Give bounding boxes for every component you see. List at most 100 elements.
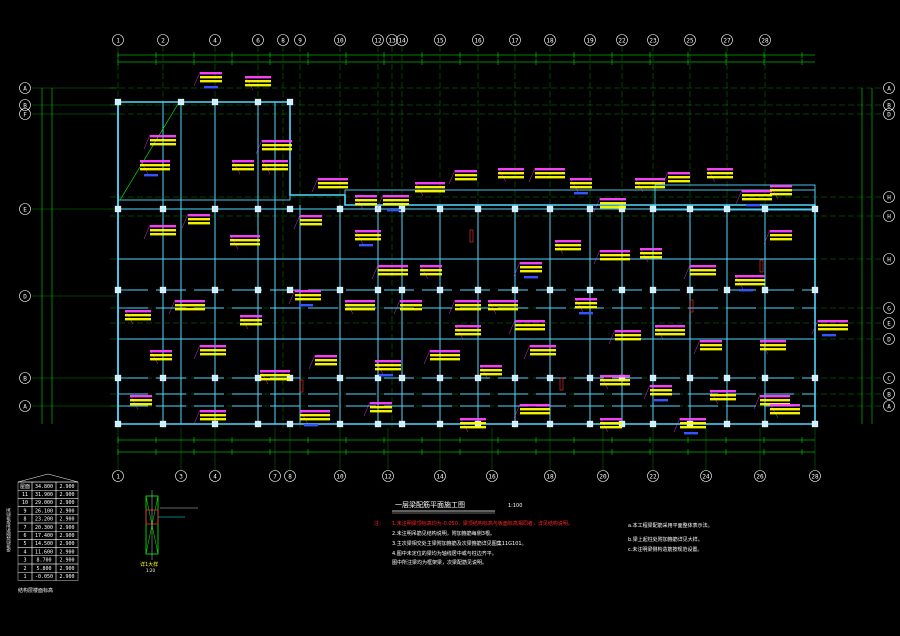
axis-label: D [887,112,891,119]
leader-line [255,139,263,155]
beam-label-text [498,172,524,175]
column [686,374,694,382]
beam-label-text [378,273,408,276]
beam-label-text [415,190,445,193]
axis-label: 22 [618,38,626,45]
axis-label: D [23,294,27,301]
beam-label-text [690,273,716,276]
table-cell-text: 7 [23,525,26,531]
axis-label: F [23,112,27,119]
axis-bubble [19,372,31,384]
table-cell-text: 31.900 [35,492,53,498]
table-cell-text: 2.900 [59,492,74,498]
beam-label-text [375,364,401,367]
axis-bubble [334,470,346,482]
beam-label-text [230,235,260,238]
beam-label-highlight [299,304,313,307]
axis-bubble [434,34,446,46]
table-cell-text: 11 [22,492,28,498]
table-cell-text: 屋面 [20,484,30,490]
axis-label: 25 [686,38,694,45]
beam-label-text [530,353,556,356]
beam-label-text [430,358,460,361]
beam-label-highlight [822,334,836,337]
axis-bubble [883,317,895,329]
leader-line [523,344,531,360]
leader-line [376,194,384,210]
axis-label: 19 [586,38,594,45]
building-outline [117,101,816,425]
leader-line [643,384,651,400]
beam-label-text [570,178,592,181]
axis-bubble [647,34,659,46]
column [211,420,219,428]
beam-label-text [615,330,641,333]
beam-label-text [600,258,630,261]
beam-label-text [707,176,733,179]
axis-bubble [252,34,264,46]
axis-bubble [883,108,895,120]
detail-scale: 1:20 [146,568,155,573]
beam-label-text [315,359,337,362]
leader-line [143,134,151,150]
leader-line [513,261,521,277]
beam-label-text [680,426,706,429]
beam-label-text [555,248,581,251]
beam-label-text [125,310,151,313]
axis-label: 4 [213,38,217,45]
axis-bubble [509,34,521,46]
leader-line [363,401,371,417]
leader-line [593,249,601,265]
beam-label-text [575,302,597,305]
table-cell-text: 2.900 [59,533,74,539]
beam-label-text [710,394,736,397]
axis-bubble [112,34,124,46]
leader-line [193,409,201,425]
column [159,286,167,294]
column [649,420,657,428]
beam-label-text [150,135,176,138]
table-cell-text: 4 [23,549,26,555]
beam-label-text [355,234,381,237]
leader-line [193,71,201,87]
table-cell-text: 6 [23,533,26,539]
leader-line [308,354,316,370]
beam-label-text [600,198,626,201]
beam-label-text [140,164,170,167]
beam-label-text [770,238,792,241]
beam-label-text [150,358,172,361]
beam-label-text [770,230,792,233]
beam-label-text [175,308,205,311]
beam-label-text [383,203,409,206]
beam-label-text [125,318,151,321]
axis-bubble [883,253,895,265]
beam-label-highlight [387,209,401,212]
column [586,205,594,213]
beam-label-text [655,333,685,336]
leader-line [448,299,456,315]
axis-label: 7 [273,474,277,481]
beam-label-text [130,403,152,406]
beam-label-text [375,360,401,363]
column [286,286,294,294]
column [436,420,444,428]
beam-label-text [240,319,262,322]
leader-line [513,403,521,419]
beam-label-text [655,329,685,332]
beam-label-text [635,182,665,185]
beam-label-text [200,418,226,421]
beam-label-text [455,333,481,336]
table-cell-text: 2.900 [59,500,74,506]
table-cell-text: 2.900 [59,508,74,514]
leader-line [811,319,819,335]
axis-label: 8 [288,474,292,481]
axis-bubble [883,388,895,400]
column [761,286,769,294]
leader-line [293,214,301,230]
beam-label-text [200,80,222,83]
beam-label-highlight [144,174,158,177]
axis-label: 10 [336,38,344,45]
beam-label-highlight [204,86,218,89]
beam-label-text [535,176,565,179]
